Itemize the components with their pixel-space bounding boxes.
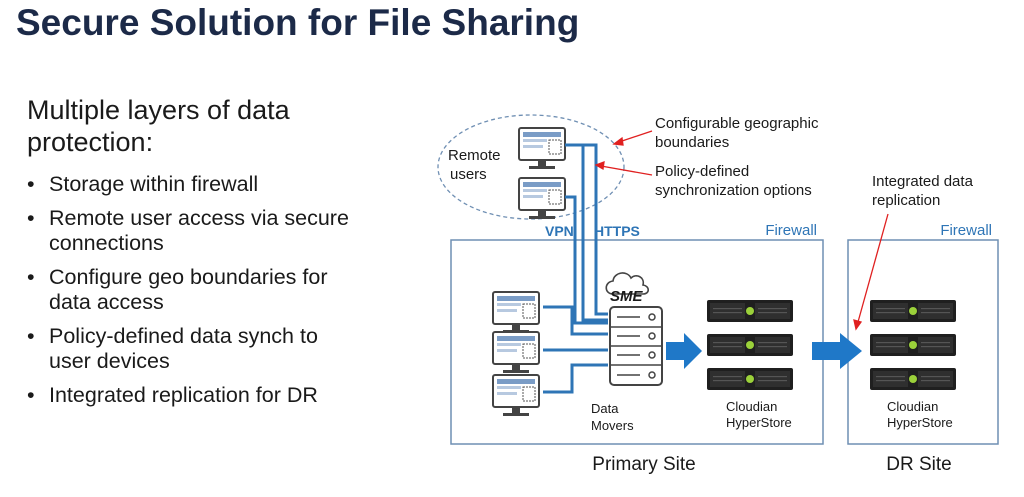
lead-text: Multiple layers of data protection: xyxy=(27,95,290,157)
bullet-item: Integrated replication for DR xyxy=(27,383,357,408)
bullet-item: Policy-defined data synch to user device… xyxy=(27,324,357,374)
remote-monitor-icon xyxy=(518,127,566,170)
bullet-item: Storage within firewall xyxy=(27,172,357,197)
remote-monitor-icon xyxy=(518,177,566,220)
data-movers-label: Data Movers xyxy=(591,401,634,433)
slide-title: Secure Solution for File Sharing xyxy=(16,2,580,43)
data-movers-server-icon xyxy=(609,306,663,386)
hyperstore-dr-stack-icon xyxy=(870,300,956,390)
hyperstore-primary-label: Cloudian HyperStore xyxy=(726,399,792,430)
vpn-label: VPN xyxy=(545,223,574,239)
firewall-label-dr: Firewall xyxy=(940,222,992,239)
flow-arrow-replication xyxy=(812,333,862,369)
hyperstore-dr-label: Cloudian HyperStore xyxy=(887,399,953,430)
local-connection-lines xyxy=(543,305,608,394)
sme-label: SME xyxy=(610,288,644,305)
https-label: HTTPS xyxy=(594,223,640,239)
remote-users-label: Remote users xyxy=(448,147,505,183)
dr-site-label: DR Site xyxy=(886,454,951,475)
bullet-item: Remote user access via secure connection… xyxy=(27,206,357,256)
firewall-label-primary: Firewall xyxy=(765,222,817,239)
callout-geo: Configurable geographic boundaries xyxy=(655,115,823,151)
local-monitor-icon xyxy=(492,374,540,417)
callout-policy: Policy-defined synchronization options xyxy=(655,163,812,199)
primary-site-label: Primary Site xyxy=(592,454,695,475)
local-monitor-icon xyxy=(492,331,540,374)
secure-connection-lines xyxy=(565,143,608,325)
callout-arrows xyxy=(594,130,889,331)
sme-cloud-icon xyxy=(605,272,650,295)
local-monitor-icon xyxy=(492,291,540,334)
hyperstore-primary-stack-icon xyxy=(707,300,793,390)
bullet-list: Storage within firewall Remote user acce… xyxy=(27,172,357,417)
bullet-item: Configure geo boundaries for data access xyxy=(27,265,357,315)
flow-arrow-to-hyperstore xyxy=(666,333,702,369)
callout-replication: Integrated data replication xyxy=(872,173,977,209)
